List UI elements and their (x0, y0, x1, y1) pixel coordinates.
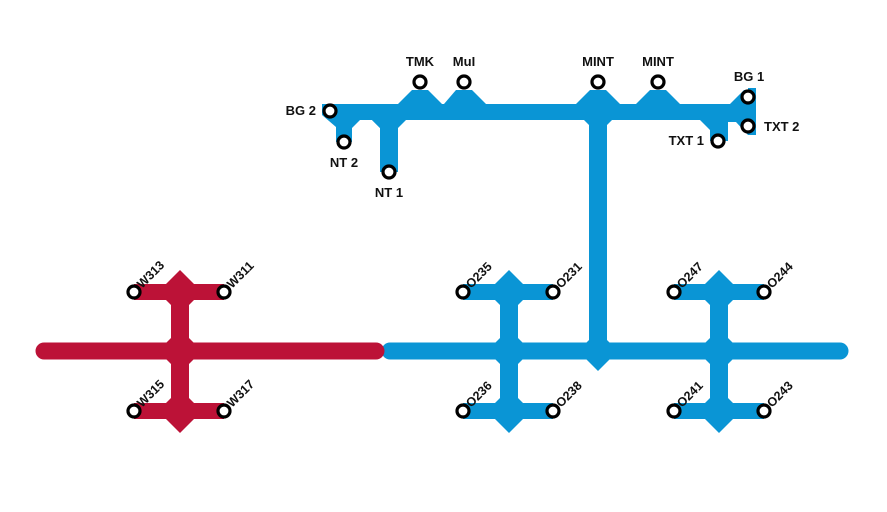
junction-mint-2 (636, 90, 680, 104)
junction-a-top (487, 270, 531, 314)
station-o235[interactable] (455, 284, 471, 300)
station-o236[interactable] (455, 403, 471, 419)
station-nt1[interactable] (381, 164, 397, 180)
junction-nt1 (372, 120, 406, 128)
top-bus-track (322, 88, 756, 351)
station-w311[interactable] (216, 284, 232, 300)
red-junction-bottom (158, 389, 202, 433)
junction-tmk (398, 90, 442, 104)
station-tmk[interactable] (412, 74, 428, 90)
label-txt2: TXT 2 (764, 119, 799, 134)
station-o243[interactable] (756, 403, 772, 419)
label-tmk: TMK (406, 54, 435, 69)
label-nt2: NT 2 (330, 155, 358, 170)
red-junction-mid (158, 329, 202, 373)
label-w317: W317 (224, 377, 257, 410)
label-mint-2: MINT (642, 54, 674, 69)
station-w313[interactable] (126, 284, 142, 300)
station-o231[interactable] (545, 284, 561, 300)
label-nt1: NT 1 (375, 185, 403, 200)
label-w311: W311 (224, 259, 257, 292)
blue-line (322, 88, 849, 433)
label-o243: O243 (764, 379, 796, 411)
red-line (35, 270, 385, 433)
station-mul[interactable] (456, 74, 472, 90)
label-o244: O244 (764, 260, 796, 292)
station-o247[interactable] (666, 284, 682, 300)
label-mint-1: MINT (582, 54, 614, 69)
station-bg2[interactable] (322, 103, 338, 119)
label-bg1: BG 1 (734, 69, 764, 84)
station-o241[interactable] (666, 403, 682, 419)
junction-mul (444, 90, 486, 104)
station-mint-1[interactable] (590, 74, 606, 90)
junction-b-mid (697, 329, 741, 373)
junction-a-bottom (487, 389, 531, 433)
station-w315[interactable] (126, 403, 142, 419)
label-o231: O231 (553, 260, 585, 292)
station-bg1[interactable] (740, 89, 756, 105)
junction-a-mid (487, 329, 531, 373)
station-txt1[interactable] (710, 133, 726, 149)
junction-b-top (697, 270, 741, 314)
station-nt2[interactable] (336, 134, 352, 150)
label-o238: O238 (553, 379, 585, 411)
station-o244[interactable] (756, 284, 772, 300)
label-txt1: TXT 1 (669, 133, 704, 148)
station-w317[interactable] (216, 403, 232, 419)
label-mul: MuI (453, 54, 475, 69)
station-o238[interactable] (545, 403, 561, 419)
red-junction-top (158, 270, 202, 314)
label-bg2: BG 2 (286, 103, 316, 118)
station-txt2[interactable] (740, 118, 756, 134)
station-mint-2[interactable] (650, 74, 666, 90)
junction-mint-1 (576, 90, 620, 104)
junction-b-bottom (697, 389, 741, 433)
